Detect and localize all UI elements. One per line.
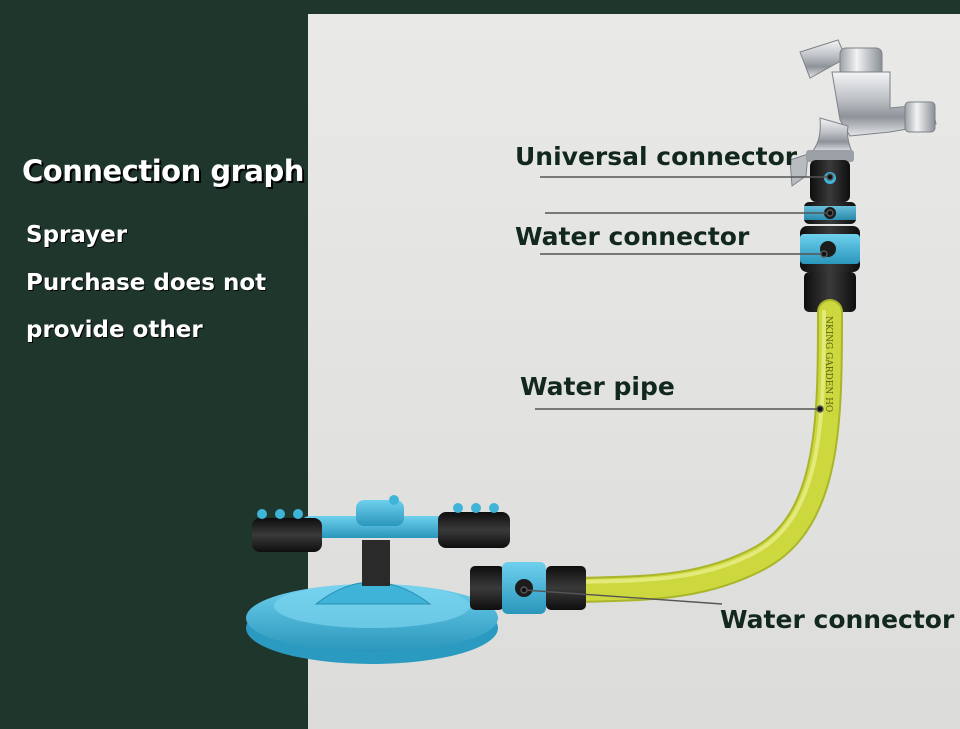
sprayer-arm-left xyxy=(252,518,322,552)
leader-lines xyxy=(520,173,834,605)
hose-print: NKING GARDEN HO xyxy=(823,316,833,412)
sprayer-arm-bar xyxy=(300,516,448,538)
sprayer xyxy=(246,495,510,664)
label-water-connector-bottom: Water connector xyxy=(720,605,955,634)
top-water-connector xyxy=(800,202,860,312)
top-dark-band xyxy=(308,0,960,14)
faucet xyxy=(799,39,937,153)
panel-title: Connection graph xyxy=(22,154,304,188)
note-line-purchase: Purchase does not xyxy=(26,270,267,296)
label-water-pipe: Water pipe xyxy=(520,372,675,401)
clamp-ring xyxy=(806,150,854,162)
bottom-water-connector xyxy=(470,562,586,614)
universal-connector xyxy=(789,150,854,202)
label-universal-connector: Universal connector xyxy=(515,142,798,171)
note-line-sprayer: Sprayer xyxy=(26,222,128,248)
water-hose xyxy=(569,301,841,601)
label-water-connector-top: Water connector xyxy=(515,222,750,251)
hose-highlight xyxy=(578,310,826,584)
note-line-provide: provide other xyxy=(26,317,203,343)
hose-clamp xyxy=(804,272,856,312)
hose-shadow xyxy=(567,299,843,603)
leader-water-bottom xyxy=(523,589,723,605)
sprayer-arm-right xyxy=(438,512,510,548)
faucet-inlet xyxy=(904,101,936,133)
sprayer-stem xyxy=(362,540,390,586)
